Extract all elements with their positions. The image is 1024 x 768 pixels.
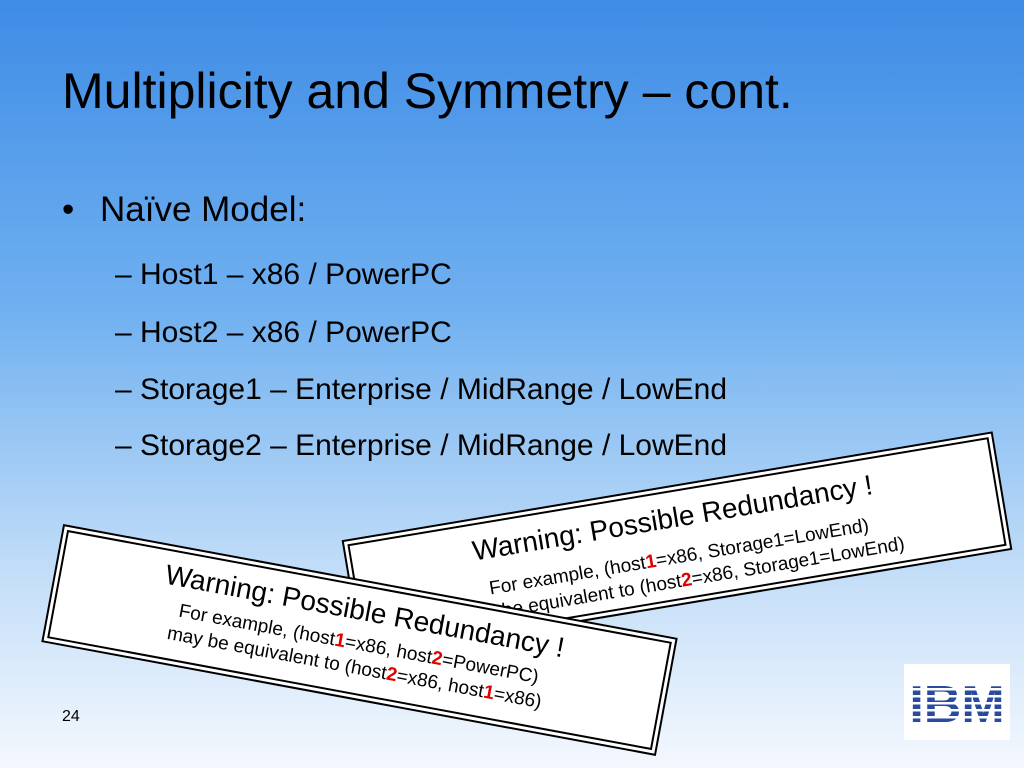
slide-title: Multiplicity and Symmetry – cont. <box>62 63 793 119</box>
ibm-logo: IBM <box>904 664 1010 740</box>
svg-text:IBM: IBM <box>910 676 1004 728</box>
sub-item-storage2: – Storage2 – Enterprise / MidRange / Low… <box>115 429 728 462</box>
bullet-text: Naïve Model: <box>100 190 307 229</box>
ibm-logo-icon: IBM <box>910 676 1004 728</box>
page-number: 24 <box>62 708 80 725</box>
sub-item-host1: – Host1 – x86 / PowerPC <box>115 258 452 291</box>
sub-item-storage1: – Storage1 – Enterprise / MidRange / Low… <box>115 373 728 406</box>
bullet-naive-model: • Naïve Model: <box>62 190 306 230</box>
bullet-marker: • <box>62 190 75 229</box>
sub-item-host2: – Host2 – x86 / PowerPC <box>115 316 452 349</box>
